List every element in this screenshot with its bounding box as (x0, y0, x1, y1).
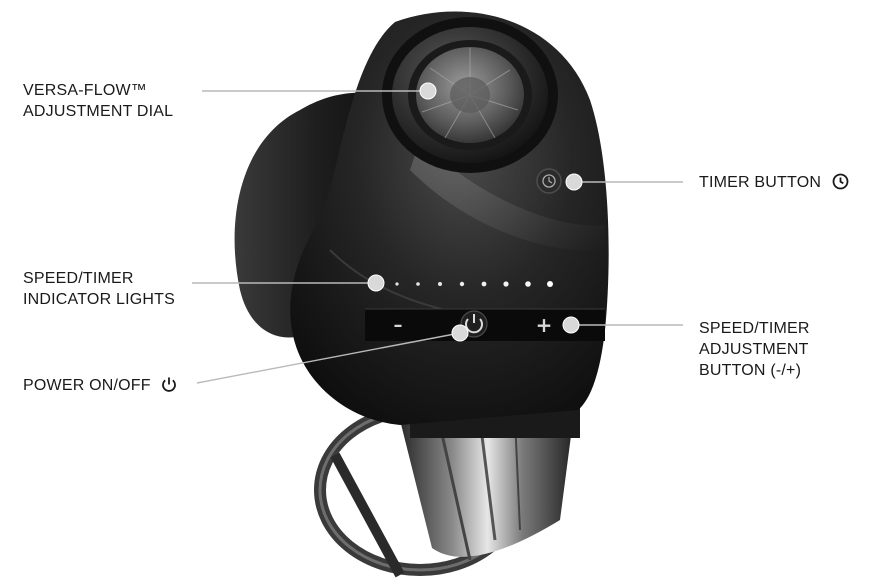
body-sheen (410, 140, 605, 251)
power-callout-line-1: POWER ON/OFF (23, 377, 151, 394)
timer-button[interactable] (536, 168, 562, 194)
power-callout-label: POWER ON/OFF (23, 375, 177, 396)
timer-callout-line-1: TIMER BUTTON (699, 174, 822, 191)
adjust-callout-label: SPEED/TIMER ADJUSTMENT BUTTON (-/+) (699, 318, 810, 381)
indicators-callout-line-2: INDICATOR LIGHTS (23, 291, 175, 308)
clock-icon (832, 173, 849, 190)
dial-callout-label: VERSA-FLOW™ ADJUSTMENT DIAL (23, 80, 173, 122)
versa-flow-dial[interactable] (382, 17, 558, 173)
minus-key[interactable]: – (394, 315, 403, 336)
dial-callout-line-2: ADJUSTMENT DIAL (23, 103, 174, 120)
adjust-callout-line-1: SPEED/TIMER (699, 320, 810, 337)
dial-callout-line-1: VERSA-FLOW™ (23, 82, 147, 99)
power-icon (162, 377, 177, 392)
adjust-callout-line-2: ADJUSTMENT (699, 341, 809, 358)
timer-callout-label: TIMER BUTTON (699, 172, 849, 193)
callout-dots (367, 82, 583, 342)
adjust-callout-line-3: BUTTON (-/+) (699, 362, 802, 379)
indicators-callout-label: SPEED/TIMER INDICATOR LIGHTS (23, 268, 175, 310)
indicators-callout-line-1: SPEED/TIMER (23, 270, 134, 287)
plus-key[interactable]: + (536, 313, 553, 337)
callout-lines (192, 90, 683, 384)
indicator-lights (395, 281, 553, 287)
